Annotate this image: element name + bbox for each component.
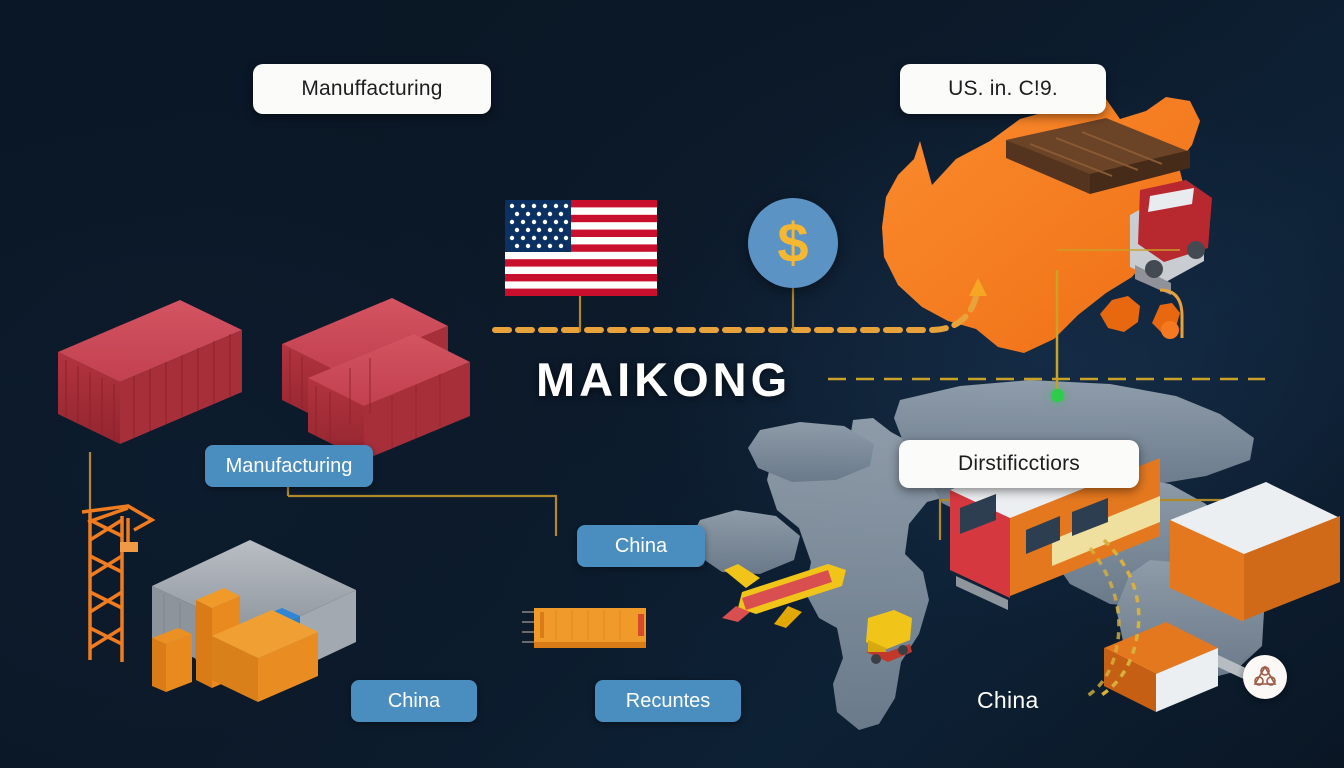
china-map-icon [882, 93, 1202, 353]
trefoil-logo-glyph [1253, 665, 1277, 686]
route-node-marker[interactable] [1051, 389, 1064, 402]
crane-hook-icon [1159, 288, 1184, 339]
chip-distributions[interactable]: Dirstificctiors [899, 440, 1139, 488]
label-china-bottom-right: China [977, 687, 1039, 713]
pallet-icon [1006, 118, 1190, 194]
us-flag-icon [505, 200, 657, 296]
dollar-icon: $ [748, 198, 838, 288]
trefoil-logo-icon[interactable] [1243, 655, 1287, 699]
warehouse-icon [152, 540, 356, 688]
chip-recuntes[interactable]: Recuntes [595, 680, 741, 722]
brand-wordmark: MAIKONG [536, 353, 792, 406]
crane-icon [81, 504, 156, 662]
delivery-truck-icon [1130, 180, 1212, 295]
dollar-glyph: $ [777, 211, 809, 274]
chip-china-bottom-left[interactable]: China [351, 680, 477, 722]
shipping-container-stack-icon [282, 298, 470, 460]
world-map-icon [694, 380, 1264, 730]
flat-container-icon [522, 608, 646, 648]
chip-manufacturing-mid[interactable]: Manufacturing [205, 445, 373, 487]
horizontal-dashed-line [828, 249, 1265, 389]
chip-us-in-c9[interactable]: US. in. C!9. [900, 64, 1106, 114]
orange-container-group-icon [152, 588, 318, 702]
chip-china-mid[interactable]: China [577, 525, 705, 567]
freight-rig-icon [1104, 482, 1340, 712]
shipping-container-icon [58, 300, 242, 444]
cargo-plane-icon [722, 564, 846, 628]
chain-icon [1083, 538, 1141, 700]
cargo-truck-small-icon [866, 610, 912, 664]
chip-manufacturing-top[interactable]: Manuffacturing [253, 64, 491, 114]
